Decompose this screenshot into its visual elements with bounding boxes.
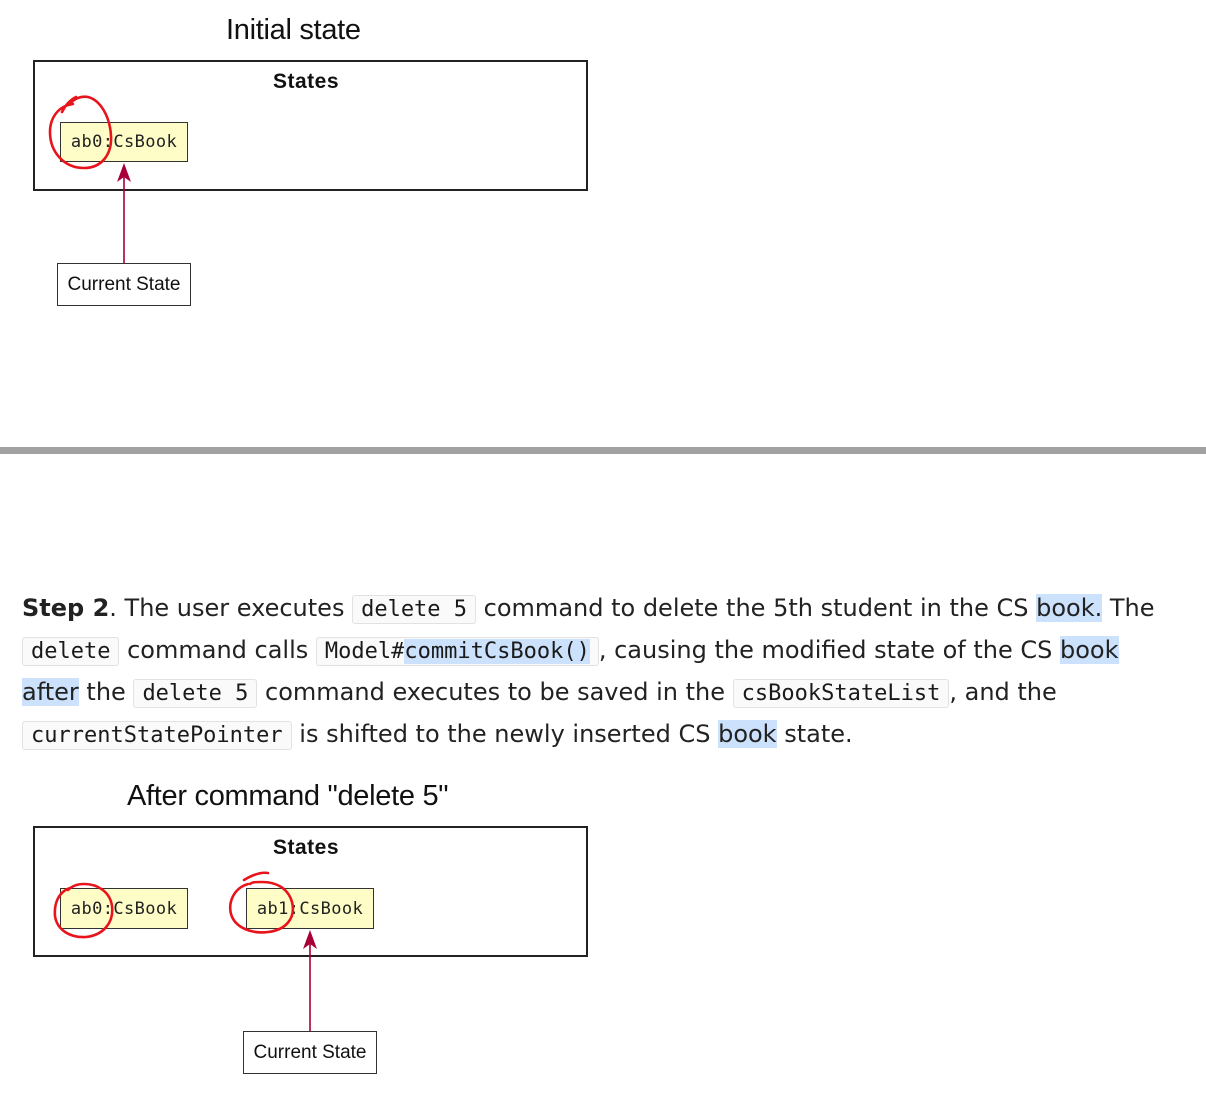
search-highlight: book: [1060, 636, 1119, 664]
state-node-ab1: ab1:CsBook: [246, 888, 374, 929]
inline-code-current-state-pointer: currentStatePointer: [22, 721, 292, 750]
text-segment: , and the: [949, 678, 1057, 706]
search-highlight: after: [22, 678, 79, 706]
text-segment: is shifted to the newly inserted CS: [291, 720, 719, 748]
state-node-ab0: ab0:CsBook: [60, 122, 188, 162]
diagram-title-after-delete: After command "delete 5": [127, 780, 449, 812]
inline-code-delete: delete: [22, 637, 120, 666]
step-label: Step 2: [22, 594, 110, 622]
search-highlight: book.: [1036, 594, 1103, 622]
inline-code-commit-cs-book: Model#commitCsBook(): [315, 637, 599, 666]
text-segment: command to delete the 5th student in the…: [476, 594, 1037, 622]
section-divider: [0, 447, 1206, 454]
state-node-ab0: ab0:CsBook: [60, 888, 188, 929]
text-segment: The: [1102, 594, 1155, 622]
code-part: Model#: [324, 639, 405, 664]
inline-code-delete-5: delete 5: [133, 679, 258, 708]
text-segment: command executes to be saved in the: [257, 678, 733, 706]
search-highlight: book: [718, 720, 777, 748]
states-box-label: States: [273, 836, 340, 859]
current-state-pointer: Current State: [57, 263, 191, 306]
text-segment: . The user executes: [109, 594, 353, 622]
text-segment: , causing the modified state of the CS: [598, 636, 1060, 664]
text-segment: the: [78, 678, 134, 706]
text-segment: state.: [776, 720, 853, 748]
states-box-label: States: [273, 70, 340, 93]
inline-code-delete-5: delete 5: [352, 595, 477, 624]
search-highlight: commitCsBook(): [404, 639, 590, 664]
current-state-pointer: Current State: [243, 1031, 377, 1074]
step2-paragraph: Step 2. The user executes delete 5 comma…: [22, 588, 1172, 756]
text-segment: command calls: [119, 636, 316, 664]
inline-code-cs-book-state-list: csBookStateList: [732, 679, 950, 708]
diagram-title-initial: Initial state: [226, 14, 361, 46]
